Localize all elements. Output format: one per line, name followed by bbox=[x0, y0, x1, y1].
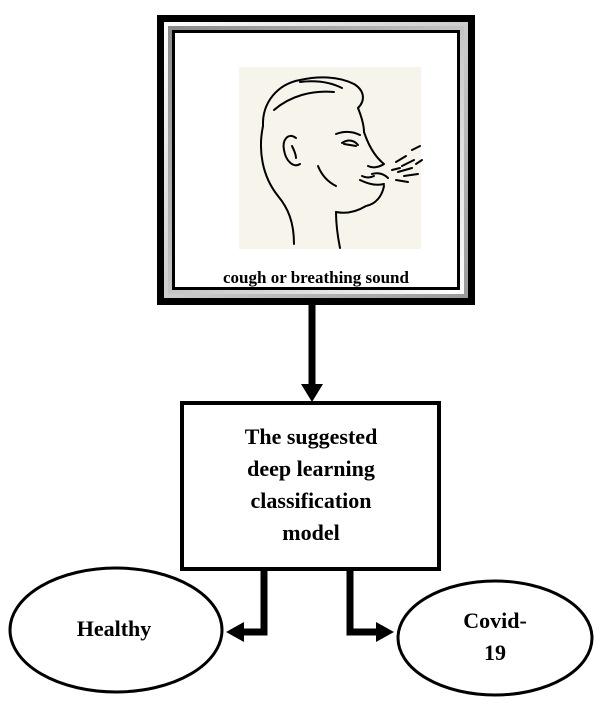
output-healthy: Healthy bbox=[10, 568, 222, 692]
input-caption: cough or breathing sound bbox=[223, 268, 409, 287]
input-node: cough or breathing sound bbox=[157, 15, 475, 305]
model-node: The suggested deep learning classificati… bbox=[182, 403, 439, 569]
output-covid: Covid- 19 bbox=[398, 581, 592, 695]
model-line-3: classification bbox=[251, 488, 372, 513]
covid-label-line-2: 19 bbox=[484, 640, 506, 665]
model-line-2: deep learning bbox=[247, 456, 375, 481]
model-line-1: The suggested bbox=[245, 424, 378, 449]
covid-label-line-1: Covid- bbox=[463, 608, 527, 633]
arrow-model-to-covid bbox=[350, 569, 394, 642]
model-line-4: model bbox=[282, 520, 339, 545]
covid-ellipse bbox=[398, 581, 592, 695]
arrow-model-to-healthy bbox=[226, 569, 264, 642]
healthy-label: Healthy bbox=[77, 616, 152, 641]
person-coughing-icon bbox=[239, 67, 422, 249]
arrow-input-to-model bbox=[301, 305, 323, 402]
